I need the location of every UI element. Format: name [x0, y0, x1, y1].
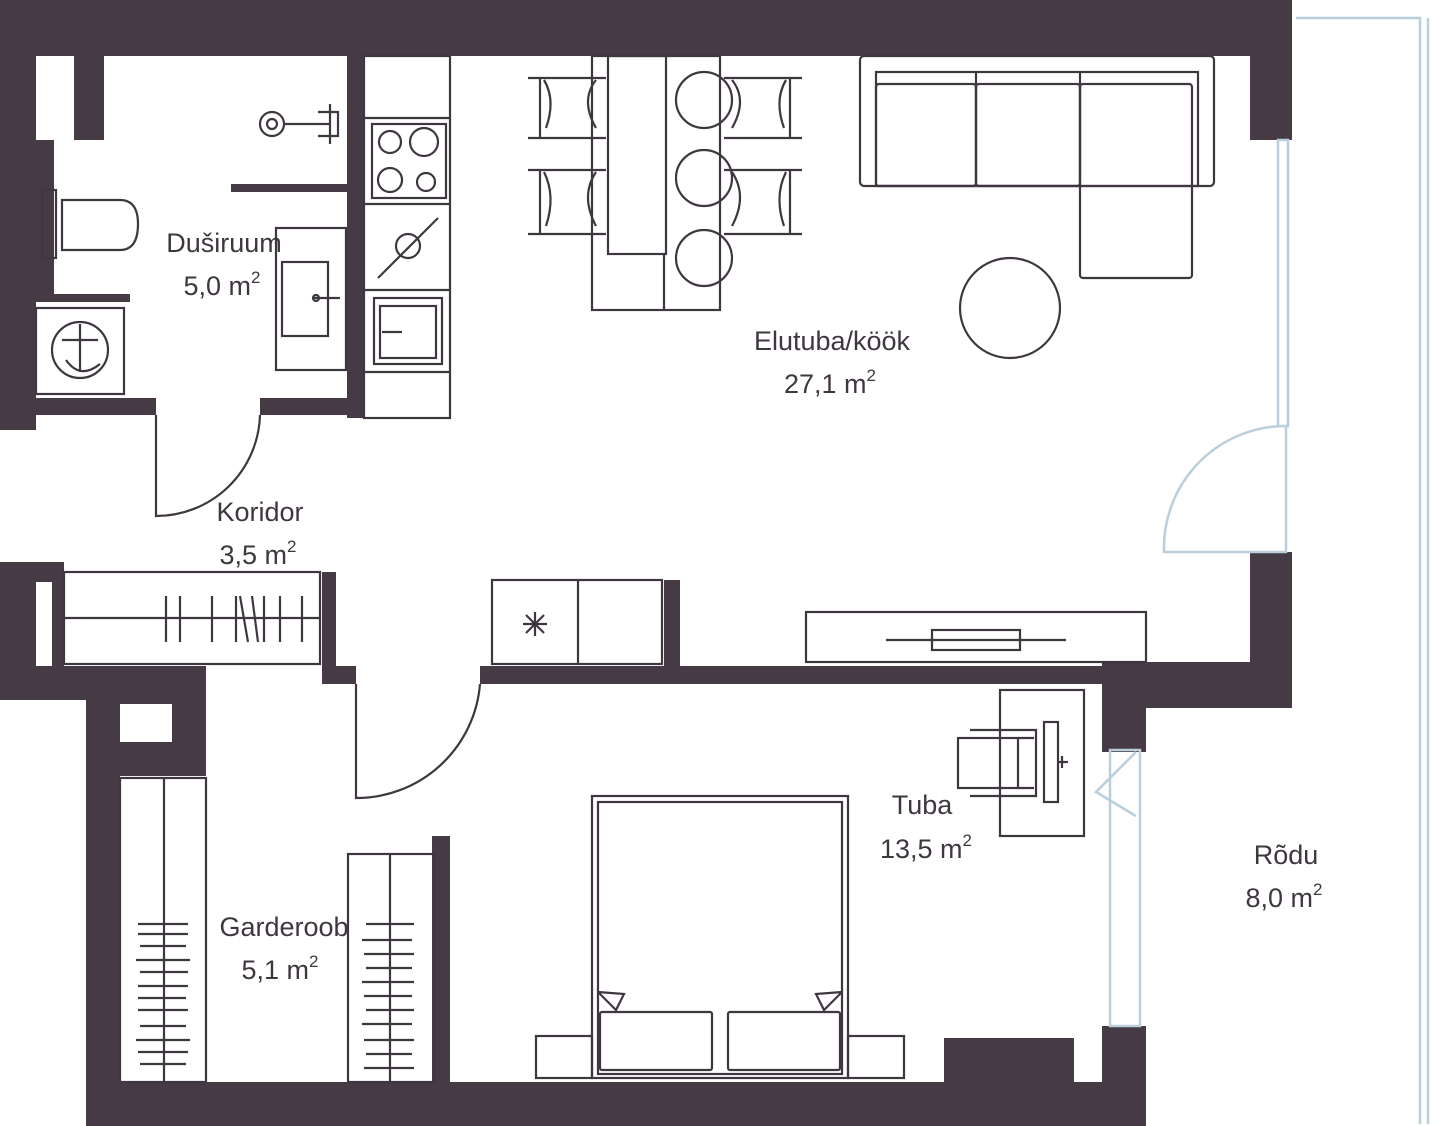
room-area-rodu: 8,0 m2 [1245, 880, 1322, 913]
room-label-dusiruum: Duširuum [166, 228, 282, 258]
wall-shower-partition [231, 184, 347, 192]
wall-right-upper [1250, 40, 1292, 140]
walls [0, 0, 1292, 1126]
kitchen-counter [362, 54, 452, 420]
toilet-icon [40, 188, 140, 260]
room-area-garderoob: 5,1 m2 [241, 952, 318, 985]
wall-shower-bottom-right [260, 398, 364, 415]
room-labels: Duširuum 5,0 m2 Elutuba/köök 27,1 m2 Kor… [166, 228, 1322, 985]
door-bedroom [354, 683, 482, 800]
bedroom-balcony-door [1093, 751, 1137, 818]
room-area-dusiruum: 5,0 m2 [183, 268, 260, 301]
wall-shower-right [347, 56, 364, 418]
wall-fridge-side [664, 580, 680, 670]
desk-chair [956, 728, 1038, 798]
wall-cutouts [36, 56, 172, 742]
cutout-left-middle [36, 582, 52, 666]
shower-icon [258, 104, 340, 144]
bedroom-window [1108, 748, 1142, 1028]
room-area-tuba: 13,5 m2 [880, 831, 972, 864]
bar-stool-2 [674, 148, 734, 208]
wall-balcony-corner [1102, 662, 1292, 708]
wall-partition-corridor [322, 666, 356, 684]
snowflake-icon [523, 612, 547, 636]
bar-stool-3 [674, 228, 734, 288]
wall-shower-bottom-left [0, 398, 156, 415]
wall-garderoob-divider [432, 836, 450, 1084]
room-label-koridor: Koridor [216, 497, 303, 527]
wall-top-left-inner [74, 40, 104, 140]
room-label-rodu: Rõdu [1254, 840, 1319, 870]
garderoob-wardrobe-right [346, 852, 436, 1084]
room-area-koridor: 3,5 m2 [219, 537, 296, 570]
fridge-cabinet [490, 578, 664, 666]
wall-bottom-block [944, 1038, 1074, 1098]
wall-partition-mid [480, 666, 1252, 684]
garderoob-wardrobe-left [118, 776, 208, 1084]
wall-partition-left [322, 572, 336, 668]
bed [534, 794, 906, 1080]
corridor-wardrobe [62, 570, 322, 666]
wall-garderoob-top [86, 684, 206, 704]
glazing [1093, 16, 1430, 1124]
desk [998, 688, 1086, 838]
cutout-top-left [36, 56, 74, 104]
room-label-garderoob: Garderoob [219, 912, 348, 942]
sink-icon [274, 226, 348, 372]
cooktop-icon [370, 122, 448, 200]
wall-top [0, 0, 1292, 56]
wall-toilet-partition [36, 294, 130, 302]
dining-chair-left-bottom [528, 168, 606, 236]
dining-chair-right-bottom [724, 168, 802, 236]
dining-chair-left-top [528, 76, 606, 140]
wall-top-left-block [0, 40, 36, 140]
room-area-elutuba: 27,1 m2 [784, 366, 876, 399]
dining-table [590, 54, 722, 312]
wall-left-upper [0, 140, 36, 430]
tv-unit [804, 610, 1148, 664]
oven-icon [372, 296, 444, 366]
balcony-rail [1296, 16, 1422, 1124]
kitchen-sink-icon [377, 217, 439, 279]
living-balcony-door [1162, 424, 1288, 554]
living-window [1276, 138, 1290, 428]
washing-machine-icon [34, 306, 126, 396]
bar-stool-1 [674, 70, 734, 130]
wall-garderoob-pillar-left [86, 742, 206, 776]
wall-bedroom-right-bottom [1102, 1026, 1146, 1126]
wall-shower-inner-left [36, 140, 54, 294]
room-label-elutuba: Elutuba/köök [754, 326, 911, 356]
dining-chair-right-top [724, 76, 802, 140]
linework [34, 54, 1216, 1084]
cutout-garderoob [120, 704, 172, 742]
door-shower [154, 414, 262, 518]
sofa [858, 54, 1216, 280]
room-label-tuba: Tuba [892, 790, 954, 820]
coffee-table [958, 256, 1062, 360]
